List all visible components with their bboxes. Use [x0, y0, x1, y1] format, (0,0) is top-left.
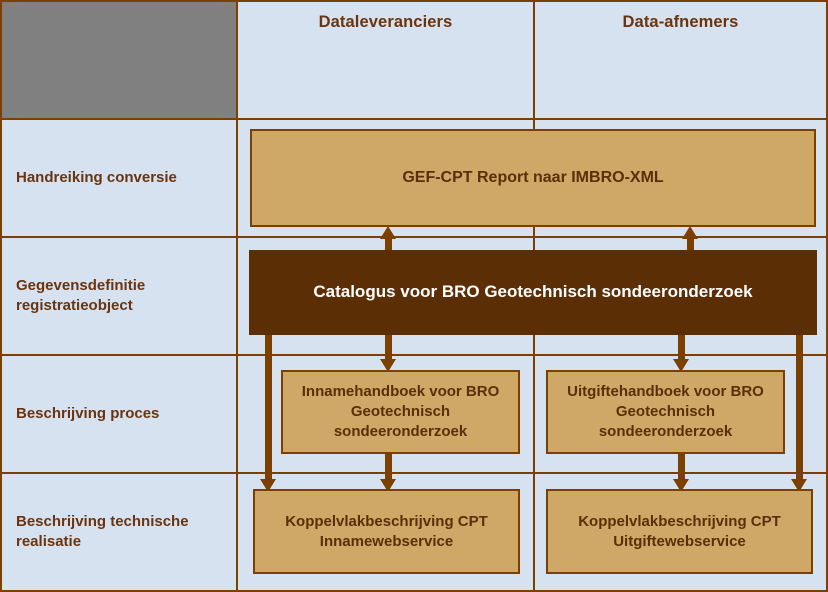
row-label-beschrijving-technische-realisatie: Beschrijving technische realisatie: [0, 472, 238, 592]
column-header-label: Dataleveranciers: [318, 13, 453, 31]
connector-uitgiftehandboek-to-koppelvlak: [673, 452, 689, 492]
column-header-data-afnemers: Data-afnemers: [533, 0, 828, 120]
column-header-label: Data-afnemers: [622, 13, 739, 31]
column-header-dataleveranciers: Dataleveranciers: [236, 0, 535, 120]
node-label: Innamehandboek voor BRO Geotechnisch son…: [301, 383, 500, 440]
node-label: GEF-CPT Report naar IMBRO-XML: [402, 169, 664, 187]
connector-catalogus-to-gef-left: [380, 226, 396, 258]
row-label-text: Beschrijving proces: [16, 404, 160, 422]
row-label-gegevensdefinitie-registratieobject: Gegevensdefinitie registratieobject: [0, 236, 238, 356]
node-catalogus[interactable]: Catalogus voor BRO Geotechnisch sondeero…: [249, 250, 817, 335]
row-label-text: Gegevensdefinitie registratieobject: [16, 276, 146, 314]
node-gef-cpt-report[interactable]: GEF-CPT Report naar IMBRO-XML: [250, 129, 816, 227]
row-label-text: Handreiking conversie: [16, 168, 177, 186]
node-innamehandboek[interactable]: Innamehandboek voor BRO Geotechnisch son…: [281, 370, 520, 454]
corner-cell: [0, 0, 238, 120]
connector-catalogus-to-innamehandboek: [380, 334, 396, 372]
node-label: Koppelvlakbeschrijving CPT Uitgiftewebse…: [578, 512, 781, 550]
node-label: Uitgiftehandboek voor BRO Geotechnisch s…: [567, 383, 764, 440]
connector-catalogus-to-uitgiftehandboek: [673, 334, 689, 372]
node-uitgiftehandboek[interactable]: Uitgiftehandboek voor BRO Geotechnisch s…: [546, 370, 785, 454]
node-label: Koppelvlakbeschrijving CPT Innamewebserv…: [285, 512, 488, 550]
node-koppelvlak-uitgifte[interactable]: Koppelvlakbeschrijving CPT Uitgiftewebse…: [546, 489, 813, 574]
row-label-text: Beschrijving technische realisatie: [16, 512, 189, 550]
row-label-handreiking-conversie: Handreiking conversie: [0, 118, 238, 238]
connector-catalogus-to-koppelvlak-uitgifte: [791, 334, 807, 492]
connector-catalogus-to-gef-right: [682, 226, 698, 258]
row-label-beschrijving-proces: Beschrijving proces: [0, 354, 238, 474]
connector-innamehandboek-to-koppelvlak: [380, 452, 396, 492]
node-label: Catalogus voor BRO Geotechnisch sondeero…: [313, 282, 753, 302]
node-koppelvlak-inname[interactable]: Koppelvlakbeschrijving CPT Innamewebserv…: [253, 489, 520, 574]
connector-catalogus-to-koppelvlak-inname: [260, 334, 276, 492]
